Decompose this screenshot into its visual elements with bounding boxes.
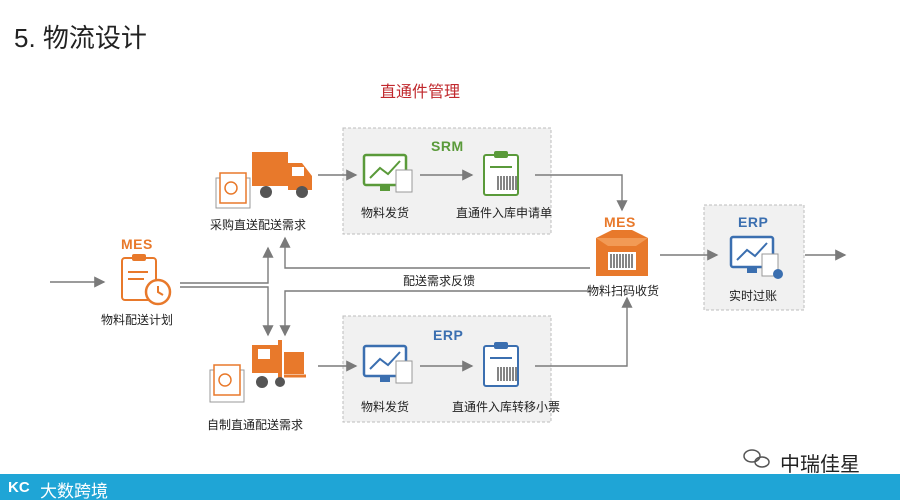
mes-receive-system-label: MES xyxy=(604,214,636,230)
srm-ship-label: 物料发货 xyxy=(361,206,410,220)
clipboard-clock-icon xyxy=(121,254,172,306)
srm-clipboard-barcode-icon xyxy=(483,151,519,196)
truck-icon xyxy=(215,152,312,209)
footer-bar: KC 大数跨境 xyxy=(0,474,900,501)
mes-system-label: MES xyxy=(121,236,153,252)
srm-system-label: SRM xyxy=(431,138,464,154)
wechat-icon xyxy=(743,449,770,468)
footer-logo: KC xyxy=(8,479,30,496)
srm-monitor-chart-icon xyxy=(362,153,413,193)
erp-system-label: ERP xyxy=(433,327,464,343)
erp-post-label: 实时过账 xyxy=(729,289,778,303)
erp-ticket-label: 直通件入库转移小票 xyxy=(452,400,561,414)
purchase-direct-label: 采购直送配送需求 xyxy=(210,218,307,232)
srm-request-label: 直通件入库申请单 xyxy=(456,206,553,220)
feedback-label: 配送需求反馈 xyxy=(403,274,476,288)
erp-clipboard-barcode-icon xyxy=(483,342,519,387)
erp-monitor-chart-icon xyxy=(362,344,413,384)
erp-post-system-label: ERP xyxy=(738,214,769,230)
self-direct-label: 自制直通配送需求 xyxy=(207,418,304,432)
footer-brand: 大数跨境 xyxy=(40,482,108,501)
diagram-title: 直通件管理 xyxy=(380,84,461,101)
box-barcode-icon xyxy=(596,230,648,276)
page-title: 5. 物流设计 xyxy=(14,23,147,53)
watermark-text: 中瑞佳星 xyxy=(780,454,860,476)
mes-plan-label: 物料配送计划 xyxy=(101,313,174,327)
erp-post-monitor-icon xyxy=(729,235,783,279)
connector-lines xyxy=(50,169,847,372)
forklift-icon xyxy=(209,340,306,403)
erp-ship-label: 物料发货 xyxy=(361,400,410,414)
mes-receive-label: 物料扫码收货 xyxy=(587,284,660,298)
